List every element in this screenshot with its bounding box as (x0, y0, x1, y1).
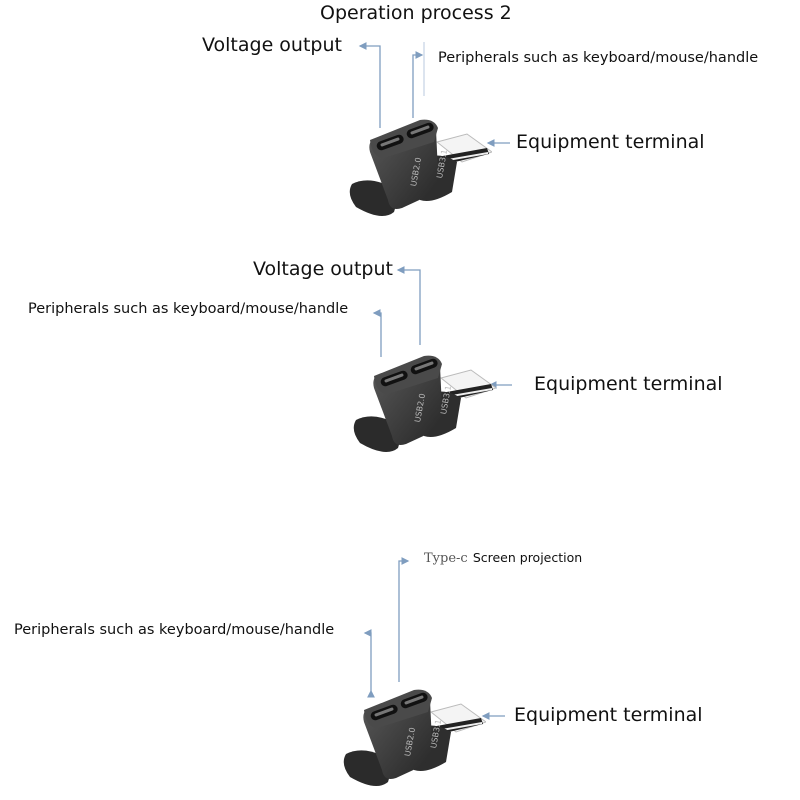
equipment-terminal-label: Equipment terminal (516, 131, 705, 153)
voltage-output-label: Voltage output (253, 258, 393, 280)
leader-voltage-output-2 (396, 266, 421, 345)
leader-peripherals-2 (372, 309, 382, 357)
peripherals-label: Peripherals such as keyboard/mouse/handl… (28, 301, 349, 317)
screen-projection-text: Screen projection (472, 550, 583, 565)
usb-c-adapter-image: USB2.0 USB3.1 (342, 112, 492, 222)
usb-c-adapter-drawing (343, 689, 486, 786)
screen-projection-label: Type-c Screen projection (424, 549, 582, 565)
usb-c-adapter-image: USB2.0 USB3.1 (346, 348, 496, 458)
usb-c-adapter-drawing (353, 355, 496, 452)
typec-prefix: Type-c (424, 551, 468, 566)
peripherals-label: Peripherals such as keyboard/mouse/handl… (438, 50, 759, 66)
leader-screen-projection-3 (398, 557, 410, 682)
leader-peripherals-3 (363, 629, 375, 698)
usb-c-adapter-image: USB2.0 USB3.1 (336, 682, 486, 792)
leader-voltage-output-1 (358, 42, 381, 128)
leader-peripherals-1 (412, 51, 424, 118)
voltage-output-label: Voltage output (202, 34, 342, 56)
peripherals-label: Peripherals such as keyboard/mouse/handl… (14, 622, 335, 638)
equipment-terminal-label: Equipment terminal (534, 373, 723, 395)
diagram-title: Operation process 2 (320, 2, 512, 24)
equipment-terminal-label: Equipment terminal (514, 704, 703, 726)
usb-c-adapter-drawing (349, 119, 492, 216)
